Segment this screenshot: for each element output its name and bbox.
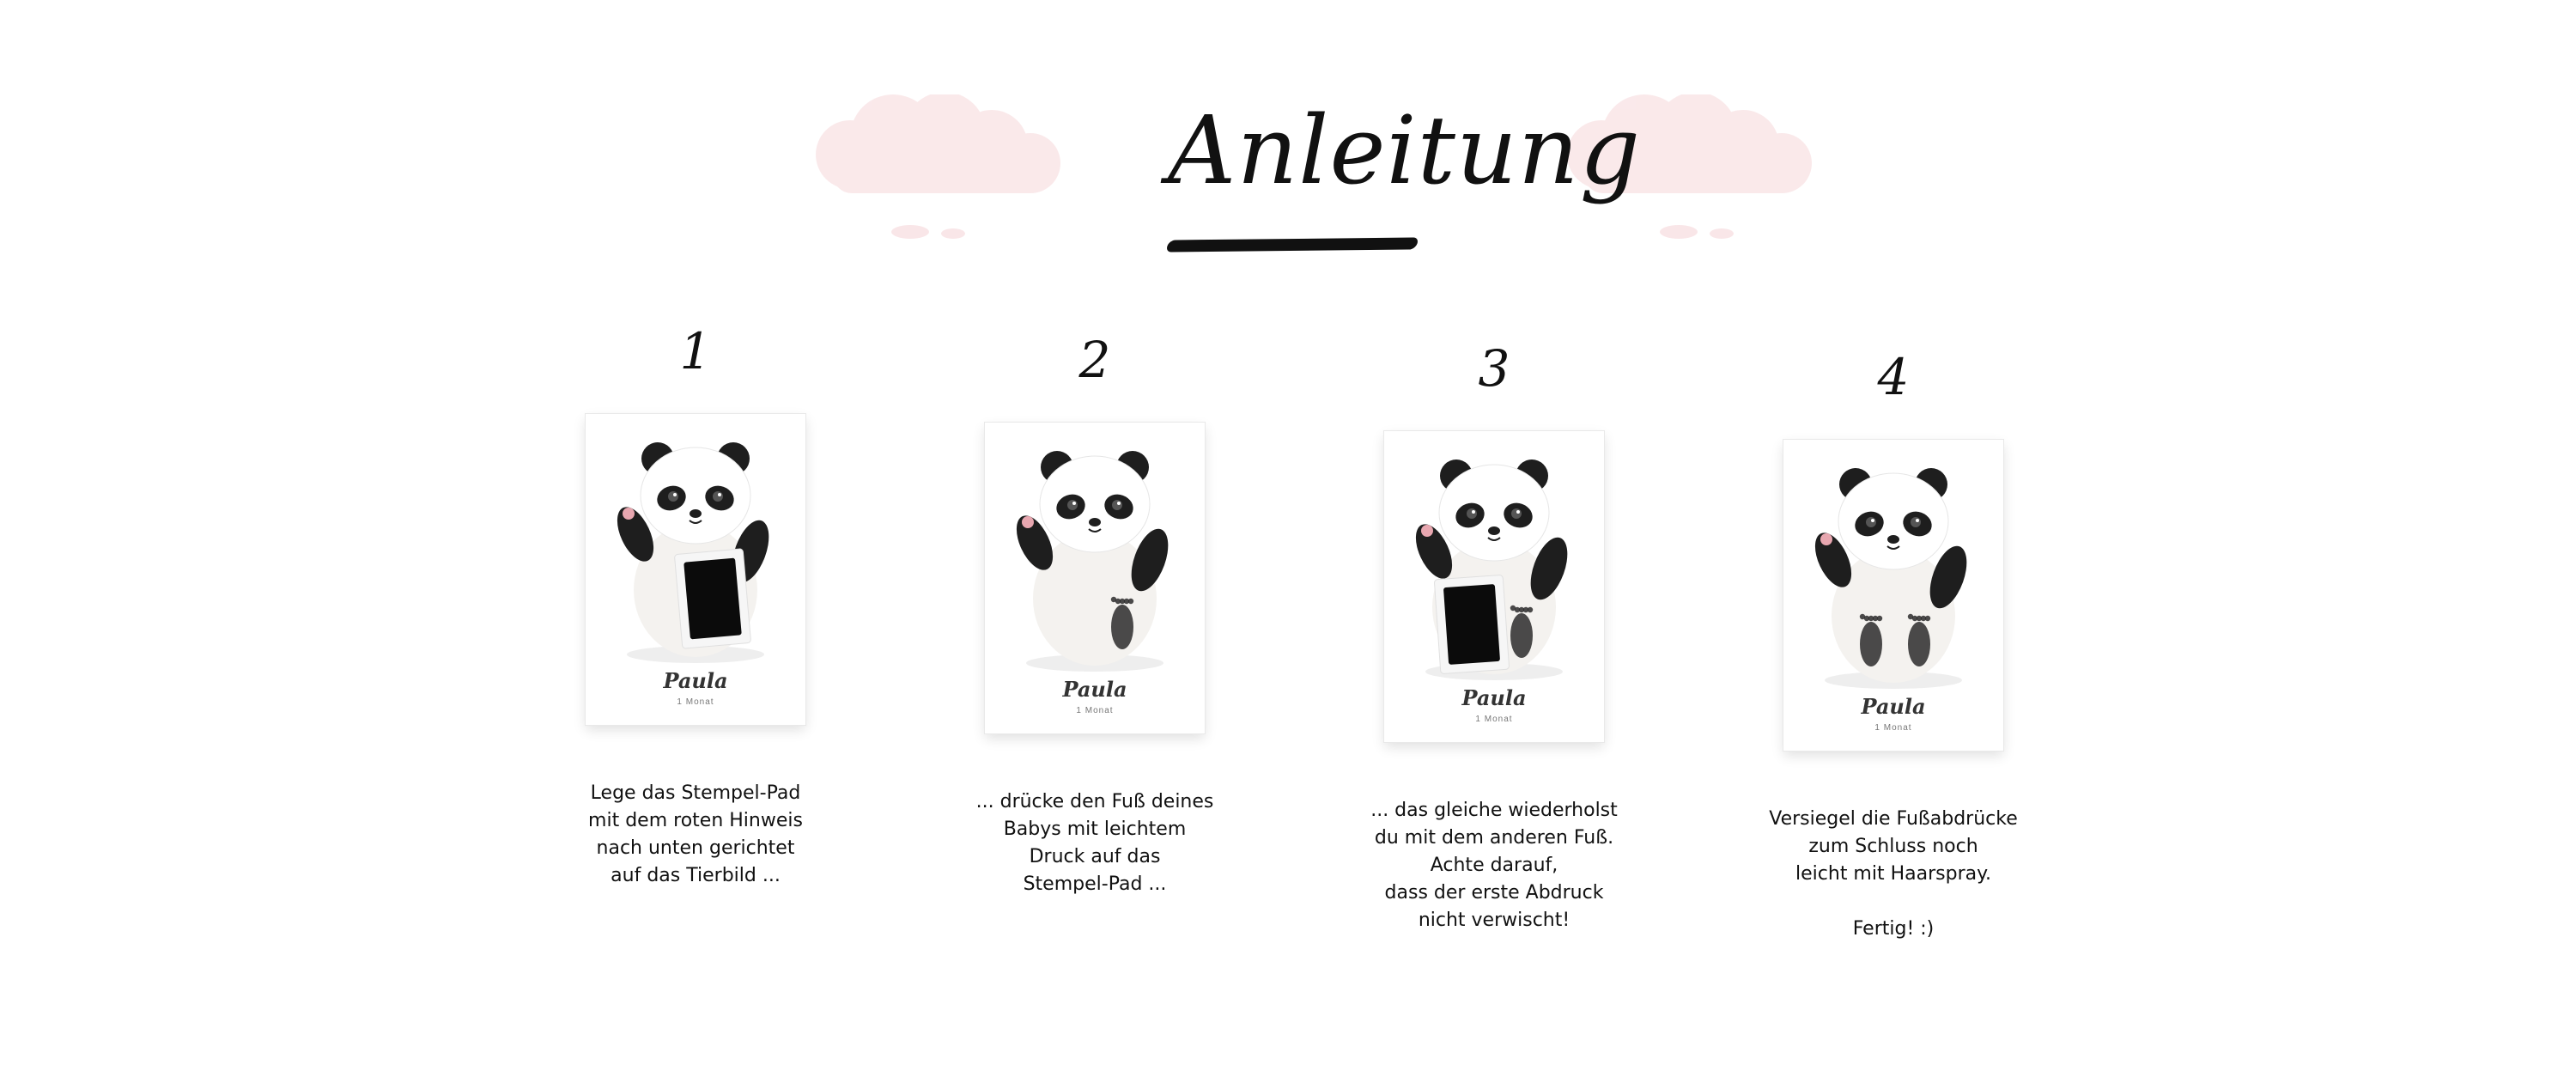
description-line: Babys mit leichtem: [1003, 818, 1187, 840]
step-number: 4: [1877, 348, 1910, 406]
card-name: Paula: [1062, 677, 1127, 702]
step-description: Lege das Stempel-Pad mit dem roten Hinwei…: [515, 780, 876, 890]
step-description: ... das gleiche wiederholst du mit dem an…: [1314, 797, 1674, 934]
cloud-decoration-left: [816, 94, 1060, 239]
title-brush-underline: [1164, 237, 1420, 253]
panda-card-image: Paula 1 Monat: [985, 423, 1205, 733]
card-name: Paula: [1461, 685, 1527, 710]
panda-card-image: Paula 1 Monat: [1384, 431, 1604, 742]
page-title: Anleitung: [1168, 95, 1642, 205]
description-line: Fertig! :): [1852, 918, 1935, 940]
panda-illustration: [1016, 451, 1169, 672]
description-line: Druck auf das: [1029, 846, 1161, 867]
card-name: Paula: [663, 668, 728, 693]
description-line: nicht verwischt!: [1418, 910, 1571, 931]
description-line: auf das Tierbild ...: [611, 865, 781, 886]
step-description: Versiegel die Fußabdrücke zum Schluss noc…: [1713, 806, 2074, 943]
description-line: Lege das Stempel-Pad: [590, 782, 801, 804]
description-line: mit dem roten Hinweis: [588, 810, 803, 831]
description-line: Versiegel die Fußabdrücke: [1769, 808, 2018, 830]
step-number: 2: [1078, 331, 1111, 389]
step-number: 1: [679, 322, 712, 380]
description-line: Stempel-Pad ...: [1023, 873, 1167, 895]
description-line: du mit dem anderen Fuß.: [1374, 827, 1614, 849]
description-line: ... drücke den Fuß deines: [975, 791, 1214, 812]
panda-illustration: [1814, 468, 1967, 689]
description-line: dass der erste Abdruck: [1384, 882, 1604, 904]
card-subtitle: 1 Monat: [1475, 715, 1513, 724]
panda-illustration: [617, 442, 769, 663]
card-subtitle: 1 Monat: [677, 697, 714, 707]
cloud-decoration-right: [1567, 94, 1812, 239]
card-name: Paula: [1861, 694, 1926, 719]
description-line: leicht mit Haarspray.: [1795, 863, 1991, 885]
description-line: [1713, 888, 2074, 916]
card-subtitle: 1 Monat: [1076, 706, 1114, 715]
description-line: zum Schluss noch: [1808, 836, 1978, 857]
step-number: 3: [1478, 339, 1510, 398]
panda-illustration: [1415, 459, 1568, 680]
description-line: Achte darauf,: [1430, 855, 1558, 876]
card-subtitle: 1 Monat: [1874, 723, 1912, 733]
panda-card-image: Paula 1 Monat: [1783, 440, 2003, 751]
panda-card-image: Paula 1 Monat: [586, 414, 805, 725]
description-line: ... das gleiche wiederholst: [1370, 800, 1618, 821]
description-line: nach unten gerichtet: [596, 837, 795, 859]
